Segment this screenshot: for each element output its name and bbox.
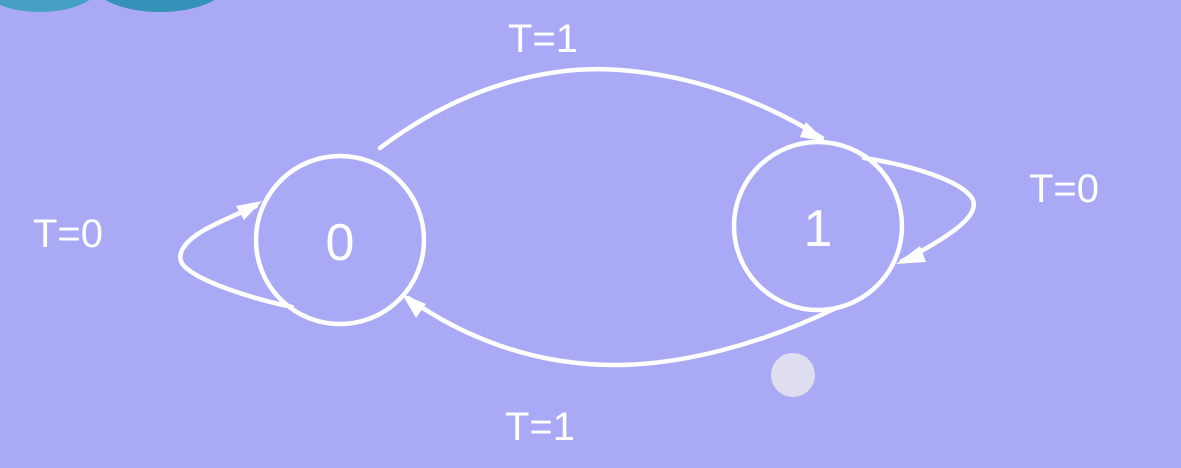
transition-1-to-0 <box>402 294 839 368</box>
self-loop-label-1: T=0 <box>1029 167 1099 211</box>
state-label-1: 1 <box>804 200 833 258</box>
state-label-0: 0 <box>326 214 355 272</box>
self-loop-0 <box>178 201 295 310</box>
transition-label-1-to-0: T=1 <box>505 405 575 449</box>
self-loop-label-0: T=0 <box>33 212 103 256</box>
arrow-head-icon <box>236 201 262 220</box>
transition-label-0-to-1: T=1 <box>508 17 578 61</box>
corner-blob-decoration <box>0 0 215 12</box>
arrow-head-icon <box>402 294 426 318</box>
state-node-1: 1 <box>731 139 905 313</box>
arrow-head-icon <box>800 122 826 142</box>
cursor-dot-icon <box>771 353 815 397</box>
state-node-0: 0 <box>253 153 427 327</box>
arrow-head-icon <box>896 246 926 264</box>
self-loop-1 <box>861 155 976 264</box>
transition-0-to-1 <box>377 66 826 151</box>
